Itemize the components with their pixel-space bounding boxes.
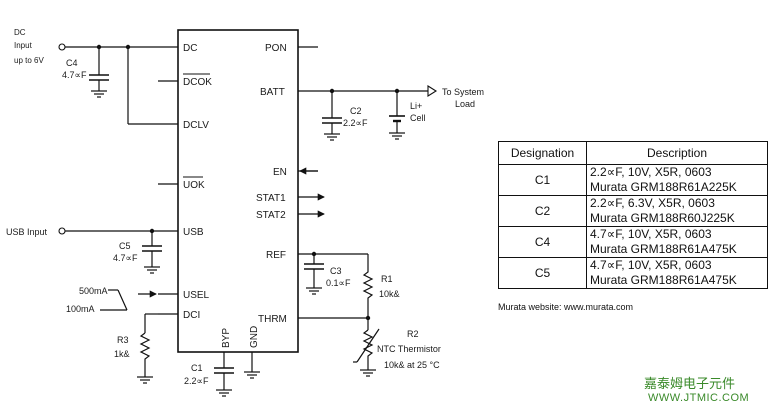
watermark-url: WWW.JTMIC.COM — [648, 392, 750, 404]
ic-body — [177, 29, 299, 353]
pin-batt: BATT — [260, 87, 285, 98]
c1-value: 2.2∝F — [184, 376, 209, 386]
row-c5-part: Murata GRM188R61A475K — [590, 273, 737, 287]
thrm-net — [318, 315, 380, 377]
c4-name: C4 — [66, 58, 78, 68]
pin-stat2: STAT2 — [256, 210, 286, 221]
pin-ref: REF — [266, 250, 286, 261]
pin-byp: BYP — [221, 328, 232, 348]
pin-gnd: GND — [249, 326, 260, 348]
pin-pon: PON — [265, 43, 287, 54]
table-header-row: Designation Description — [498, 141, 768, 165]
header-designation: Designation — [498, 141, 587, 165]
row-c5-spec: 4.7∝F, 10V, X5R, 0603 — [590, 258, 712, 272]
r1-value: 10k& — [379, 289, 400, 299]
r1-name: R1 — [381, 274, 393, 284]
c2-value: 2.2∝F — [343, 118, 368, 128]
pin-dclv: DCLV — [183, 120, 209, 131]
c1-capacitor — [214, 352, 234, 397]
li-cell-label-1: Li+ — [410, 101, 422, 111]
table-row: C1 2.2∝F, 10V, X5R, 0603 Murata GRM188R6… — [498, 164, 768, 196]
dc-input-net — [58, 43, 158, 125]
li-cell-label-2: Cell — [410, 113, 426, 123]
pin-uok: UOK — [183, 180, 205, 191]
row-c1-part: Murata GRM188R61A225K — [590, 180, 737, 194]
usb-input-net — [58, 227, 158, 235]
r2-name: R2 — [407, 329, 419, 339]
pin-usb: USB — [183, 227, 204, 238]
row-c2-spec: 2.2∝F, 6.3V, X5R, 0603 — [590, 196, 715, 210]
table-row: C2 2.2∝F, 6.3V, X5R, 0603 Murata GRM188R… — [498, 195, 768, 227]
row-c5-designation: C5 — [498, 257, 587, 289]
dc-input-label-2: Input — [14, 41, 33, 50]
r3-resistor — [137, 313, 158, 384]
c3-value: 0.1∝F — [326, 278, 351, 288]
pin-thrm: THRM — [258, 314, 287, 325]
r3-value: 1k& — [114, 349, 130, 359]
row-c1-designation: C1 — [498, 164, 587, 196]
r1-resistor — [362, 254, 374, 318]
c4-capacitor — [89, 47, 109, 98]
pin-dc: DC — [183, 43, 197, 54]
row-c4-spec: 4.7∝F, 10V, X5R, 0603 — [590, 227, 712, 241]
left-pin-stubs — [158, 46, 178, 315]
pin-dci: DCI — [183, 310, 200, 321]
usel-500ma-label: 500mA — [79, 286, 108, 296]
website-note: Murata website: www.murata.com — [498, 302, 634, 312]
usb-input-label: USB Input — [6, 227, 48, 237]
usel-selection — [100, 289, 157, 311]
row-c2-part: Murata GRM188R60J225K — [590, 211, 735, 225]
pin-stat1: STAT1 — [256, 193, 286, 204]
c1-name: C1 — [191, 363, 203, 373]
table-row: C4 4.7∝F, 10V, X5R, 0603 Murata GRM188R6… — [498, 226, 768, 258]
gnd-pin-ground — [244, 352, 260, 379]
row-c4-designation: C4 — [498, 226, 587, 258]
c4-value: 4.7∝F — [62, 70, 87, 80]
c5-capacitor — [142, 231, 162, 274]
c5-value: 4.7∝F — [113, 253, 138, 263]
dc-input-label-3: up to 6V — [14, 56, 44, 65]
row-c1-description: 2.2∝F, 10V, X5R, 0603 Murata GRM188R61A2… — [586, 164, 768, 196]
row-c4-part: Murata GRM188R61A475K — [590, 242, 737, 256]
pin-en: EN — [273, 167, 287, 178]
usel-100ma-label: 100mA — [66, 304, 95, 314]
dc-input-label-1: DC — [14, 28, 26, 37]
component-table: Designation Description C1 2.2∝F, 10V, X… — [498, 141, 768, 289]
r2-type: NTC Thermistor — [377, 344, 441, 354]
c2-name: C2 — [350, 106, 362, 116]
ref-net — [304, 251, 368, 295]
row-c4-description: 4.7∝F, 10V, X5R, 0603 Murata GRM188R61A4… — [586, 226, 768, 258]
r2-value: 10k& at 25 °C — [384, 360, 440, 370]
c5-name: C5 — [119, 241, 131, 251]
pin-usel: USEL — [183, 290, 210, 301]
system-load-label-1: To System — [442, 87, 484, 97]
c3-name: C3 — [330, 266, 342, 276]
system-load-label-2: Load — [455, 99, 475, 109]
table-row: C5 4.7∝F, 10V, X5R, 0603 Murata GRM188R6… — [498, 257, 768, 289]
row-c2-designation: C2 — [498, 195, 587, 227]
li-cell-battery — [389, 91, 405, 140]
watermark-chinese: 嘉泰姆电子元件 — [644, 376, 736, 391]
header-description: Description — [586, 141, 768, 165]
c2-capacitor — [322, 91, 342, 141]
pin-dcok: DCOK — [183, 77, 212, 88]
row-c2-description: 2.2∝F, 6.3V, X5R, 0603 Murata GRM188R60J… — [586, 195, 768, 227]
batt-net — [318, 85, 438, 97]
row-c1-spec: 2.2∝F, 10V, X5R, 0603 — [590, 165, 712, 179]
r3-name: R3 — [117, 335, 129, 345]
right-pin-stubs — [298, 46, 318, 319]
row-c5-description: 4.7∝F, 10V, X5R, 0603 Murata GRM188R61A4… — [586, 257, 768, 289]
